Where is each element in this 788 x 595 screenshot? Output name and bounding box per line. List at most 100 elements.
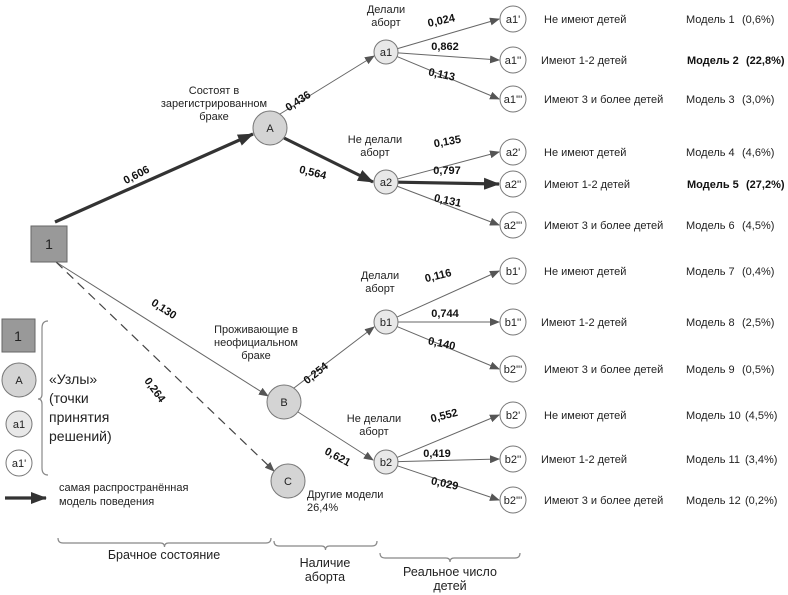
model-share-9: (0,5%) [742,364,774,376]
prob-leaf-8: 0,744 [431,308,459,320]
leaf-node-4-label: a2' [506,147,520,159]
node-b1-label: b1 [380,317,392,329]
leaf-node-12-label: b2''' [504,495,523,507]
model-share-2: (22,8%) [746,55,785,67]
leaf-node-3 [499,85,527,113]
legend-chance-node-label: A [15,375,23,387]
caption-B: Проживающие в [214,324,298,336]
leaf-node-10 [499,401,527,429]
category-abortion: аборта [305,570,345,584]
outcome-10: Не имеют детей [544,410,626,422]
prob-leaf-7: 0,116 [424,267,453,285]
legend-nodes-caption: (точки [49,390,89,406]
caption-a1: Делали [367,4,405,16]
leaf-node-3-label: a1''' [504,94,523,106]
caption-C: 26,4% [307,502,338,514]
leaf-node-7-label: b1' [506,266,520,278]
model-name-6: Модель 6 [686,220,735,232]
brace-marital [57,537,272,548]
model-share-1: (0,6%) [742,14,774,26]
model-share-3: (3,0%) [742,94,774,106]
legend-arrow-caption: самая распространённая [59,482,188,494]
edge-A-a1 [279,55,375,115]
prob-leaf-4: 0,135 [433,134,462,151]
edge-leaf-6 [397,185,500,226]
outcome-3: Имеют 3 и более детей [544,94,663,106]
edge-leaf-4 [397,150,500,180]
edge-leaf-10 [396,414,500,458]
legend-decision-square-label: 1 [14,328,22,344]
edge-root-B [55,261,269,397]
outcome-7: Не имеют детей [544,266,626,278]
edge-leaf-1 [397,17,500,50]
node-b1 [373,309,399,335]
caption-B: браке [241,350,271,362]
legend-subnode-label: a1 [13,419,25,431]
leaf-node-10-label: b2' [506,410,520,422]
model-name-1: Модель 1 [686,14,735,26]
category-children: детей [433,579,466,593]
prob-B-b2: 0,621 [322,446,352,470]
node-a2 [373,169,399,195]
caption-b1: Делали [361,270,399,282]
legend-leaf-node-label: a1' [12,458,26,470]
leaf-node-5-label: a2'' [505,179,521,191]
model-share-5: (27,2%) [746,179,785,191]
outcome-12: Имеют 3 и более детей [544,495,663,507]
edge-B-b1 [293,326,375,389]
model-share-7: (0,4%) [742,266,774,278]
leaf-node-9-label: b2''' [504,364,523,376]
root-node [30,225,68,263]
edge-leaf-3 [396,56,500,100]
outcome-1: Не имеют детей [544,14,626,26]
outcome-9: Имеют 3 и более детей [544,364,663,376]
leaf-node-1-label: a1' [506,14,520,26]
legend-leaf-node [5,449,33,477]
outcome-8: Имеют 1-2 детей [541,317,627,329]
leaf-node-11 [499,445,527,473]
edge-leaf-11 [397,455,500,464]
legend-nodes-caption: решений) [49,428,112,444]
leaf-node-8 [499,308,527,336]
prob-leaf-12: 0,029 [430,475,459,492]
caption-b2: Не делали [347,413,401,425]
outcome-6: Имеют 3 и более детей [544,220,663,232]
caption-b2: аборт [359,426,388,438]
prob-leaf-6: 0,131 [433,192,462,209]
model-name-4: Модель 4 [686,147,735,159]
legend-nodes-caption: принятия [49,409,109,425]
leaf-node-2-label: a1'' [505,55,521,67]
caption-b1: аборт [365,283,394,295]
prob-A-a2: 0,564 [298,164,328,183]
edge-leaf-7 [396,270,500,318]
prob-leaf-10: 0,552 [429,407,459,425]
edge-leaf-9 [396,326,500,370]
prob-B-b1: 0,254 [302,360,332,387]
category-marital-status: Брачное состояние [108,548,220,562]
model-name-9: Модель 9 [686,364,735,376]
brace-abortion [273,540,378,551]
leaf-node-1 [499,5,527,33]
caption-A: браке [199,111,229,123]
caption-C: Другие модели [307,489,383,501]
edge-B-b2 [297,411,374,461]
root-node-label: 1 [45,236,53,252]
prob-leaf-5: 0,797 [433,165,461,177]
legend-bracket [37,320,49,476]
leaf-node-12 [499,486,527,514]
node-a1 [373,39,399,65]
prob-A-a1: 0,436 [284,89,314,114]
leaf-node-5 [499,170,527,198]
model-name-11: Модель 11 [686,454,740,466]
outcome-5: Имеют 1-2 детей [544,179,630,191]
caption-a2: аборт [360,147,389,159]
category-children: Реальное число [403,565,497,579]
node-a2-label: a2 [380,177,392,189]
model-share-12: (0,2%) [745,495,777,507]
caption-B: неофициальном [214,337,298,349]
category-abortion: Наличие [300,556,351,570]
model-name-8: Модель 8 [686,317,735,329]
caption-a2: Не делали [348,134,402,146]
brace-children [379,552,521,563]
